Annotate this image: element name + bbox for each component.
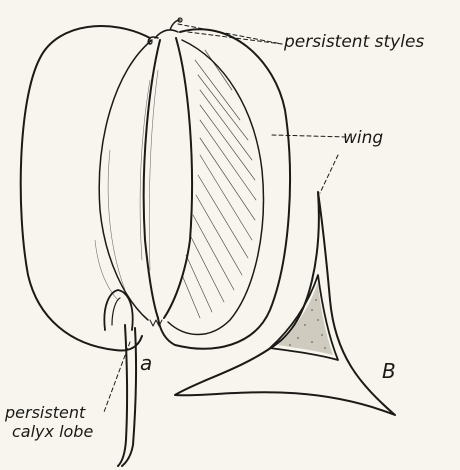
leader-styles-2 [178,24,282,44]
right-inner-wing [168,40,263,335]
label-panel-b: B [382,359,396,383]
right-wing-hatching [182,50,256,318]
calyx-lobe-inner [112,298,120,325]
central-wing-right [164,38,192,318]
label-wing: wing [343,128,383,148]
right-wing-outline [158,29,290,348]
leader-wing-b [320,155,338,193]
label-persistent-styles: persistent styles [283,32,424,52]
label-persistent-calyx-line1: persistent [4,403,86,422]
leader-wing-a [272,135,348,137]
label-panel-a: a [140,351,152,375]
pedicel [118,325,127,466]
fruit-a [21,18,290,466]
central-wing-left [144,40,160,318]
label-persistent-calyx-line2: calyx lobe [12,422,93,441]
styles [148,20,180,44]
